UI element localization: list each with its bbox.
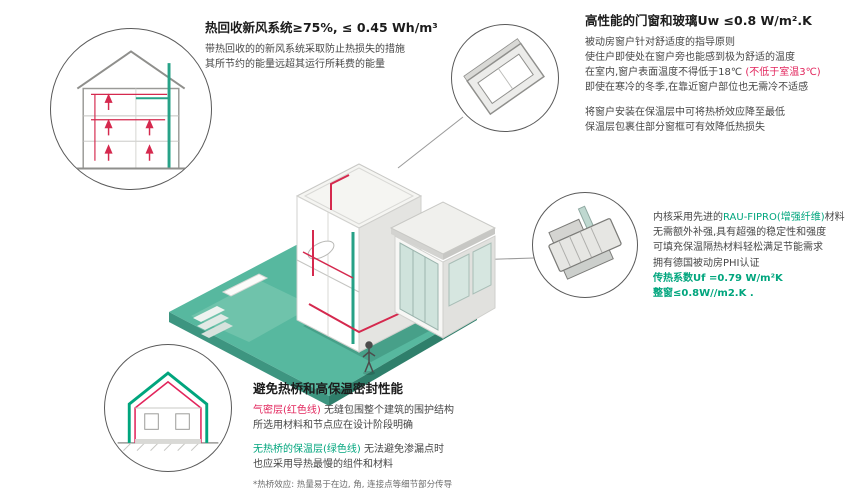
frame-profile-line-1-prefix: 内核采用先进的	[653, 212, 723, 223]
windows-line-3-highlight: (不低于室温3℃)	[745, 67, 821, 79]
frame-profile-block: 内核采用先进的RAU-FIPRO(增强纤维)材料 无需额外补强,具有超强的稳定性…	[653, 210, 863, 301]
windows-line-3: 在室内,窗户表面温度不得低于18℃ (不低于室温3℃)	[585, 65, 860, 80]
windows-line-1: 被动房窗户针对舒适度的指导原则	[585, 36, 735, 48]
thermal-bridge-line-4: 也应采用导热最慢的组件和材料	[253, 459, 393, 471]
airtight-house-icon	[117, 371, 219, 451]
house-ventilation-section-icon	[75, 50, 187, 170]
heat-recovery-line-2: 其所节约的能量远超其运行所耗费的能量	[205, 59, 385, 71]
windows-line-2: 使住户即使处在窗户旁也能感到极为舒适的温度	[585, 52, 795, 64]
heat-recovery-line-1: 带热回收的的新风系统采取防止热损失的措施	[205, 43, 405, 55]
windows-line-4: 即使在寒冷的冬季,在靠近窗户部位也无需冷不适感	[585, 82, 809, 94]
windows-line-3-text: 在室内,窗户表面温度不得低于18℃	[585, 67, 746, 79]
thermal-bridge-line-3: 无热桥的保温层(绿色线) 无法避免渗漏点时	[253, 442, 573, 457]
frame-profile-line-1-suffix: 材料	[824, 212, 845, 223]
frame-profile-line-1-highlight: RAU-FIPRO(增强纤维)	[723, 212, 825, 223]
thermal-bridge-line-1-text: 无缝包围整个建筑的围护结构	[320, 404, 454, 416]
heat-recovery-title: 热回收新风系统≥75%, ≤ 0.45 Wh/m³	[205, 20, 438, 35]
windows-line-6: 保温层包裹住部分窗框可有效降低热损失	[585, 121, 765, 133]
thermal-bridge-line-2: 所选用材料和节点应在设计阶段明确	[253, 420, 413, 432]
frame-profile-uw-value: 整窗≤0.8W//m2.K .	[653, 287, 754, 299]
window-corner-detail-circle	[451, 24, 559, 132]
frame-profile-line-3: 可填充保温隔热材料轻松满足节能需求	[653, 242, 823, 254]
windows-title: 高性能的门窗和玻璃Uw ≤0.8 W/m².K	[585, 13, 812, 28]
isometric-house-illustration	[169, 163, 497, 406]
spacer	[585, 96, 860, 105]
window-profile-circle	[532, 192, 638, 298]
frame-profile-uf-value: 传热系数Uf =0.79 W/m²K	[653, 272, 783, 284]
thermal-bridge-block: 避免热桥和高保温密封性能 气密层(红色线) 无缝包围整个建筑的围护结构 所选用材…	[253, 381, 573, 492]
thermal-bridge-title: 避免热桥和高保温密封性能	[253, 381, 404, 396]
frame-profile-line-4: 拥有德国被动房PHI认证	[653, 257, 760, 269]
airtight-house-circle	[104, 344, 232, 472]
frame-profile-line-2: 无需额外补强,具有超强的稳定性和强度	[653, 227, 827, 239]
windows-block: 高性能的门窗和玻璃Uw ≤0.8 W/m².K 被动房窗户针对舒适度的指导原则 …	[585, 13, 860, 135]
window-profile-icon	[548, 205, 622, 280]
thermal-bridge-line-1: 气密层(红色线) 无缝包围整个建筑的围护结构	[253, 403, 573, 418]
heat-recovery-block: 热回收新风系统≥75%, ≤ 0.45 Wh/m³ 带热回收的的新风系统采取防止…	[205, 20, 495, 72]
ventilation-detail-circle	[50, 28, 212, 190]
thermal-bridge-line-3-text: 无法避免渗漏点时	[360, 444, 444, 456]
windows-line-5: 将窗户安装在保温层中可将热桥效应降至最低	[585, 106, 785, 118]
thermal-bridge-footnote: *热桥效应: 热量易于在边, 角, 连接点等细节部分传导	[253, 479, 453, 490]
window-corner-detail-icon	[463, 38, 545, 116]
spacer	[253, 433, 573, 442]
insulation-layer-label: 无热桥的保温层(绿色线)	[253, 444, 361, 456]
airtight-layer-label: 气密层(红色线)	[253, 404, 321, 416]
frame-profile-line-1: 内核采用先进的RAU-FIPRO(增强纤维)材料	[653, 210, 863, 225]
